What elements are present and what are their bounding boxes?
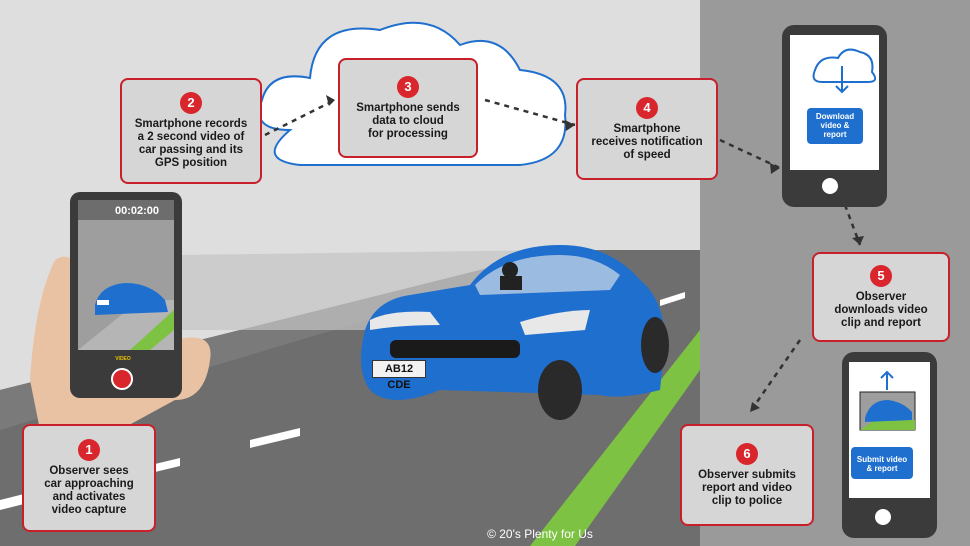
record-button (111, 368, 133, 390)
recording-timer: 00:02:00 (114, 205, 160, 217)
step-6-box: 6 Observer submits report and video clip… (680, 424, 814, 526)
step-description: Observer sees car approaching and activa… (44, 465, 134, 516)
license-plate: AB12 CDE (372, 360, 426, 391)
step-description: Smartphone receives notification of spee… (591, 122, 703, 161)
step-number: 5 (870, 264, 892, 287)
step-3-box: 3 Smartphone sends data to cloud for pro… (338, 58, 478, 158)
step-number: 6 (736, 442, 758, 465)
step-number: 3 (397, 75, 419, 98)
step-2-box: 2 Smartphone records a 2 second video of… (120, 78, 262, 184)
cloud-download-icon (812, 48, 877, 83)
download-video-button[interactable]: Download video & report (815, 112, 855, 139)
step-number: 4 (636, 96, 658, 119)
step-4-box: 4 Smartphone receives notification of sp… (576, 78, 718, 180)
upload-arrow-icon (880, 370, 894, 390)
phone-submit (842, 352, 937, 538)
car (361, 245, 669, 420)
video-mode-label: VIDEO (115, 356, 131, 362)
phone-home-button (822, 178, 838, 194)
step-description: Smartphone sends data to cloud for proce… (356, 101, 460, 140)
step-5-box: 5 Observer downloads video clip and repo… (812, 252, 950, 342)
copyright-notice: © 20's Plenty for Us (487, 527, 593, 541)
step-1-box: 1 Observer sees car approaching and acti… (22, 424, 156, 532)
submit-video-button[interactable]: Submit video & report (856, 455, 908, 473)
step-number: 1 (78, 439, 100, 461)
step-description: Smartphone records a 2 second video of c… (134, 118, 248, 169)
step-number: 2 (180, 92, 202, 114)
phone-download (782, 25, 887, 207)
step-description: Observer downloads video clip and report (834, 290, 928, 329)
phone-record (70, 192, 182, 398)
phone-home-button (875, 509, 891, 525)
step-description: Observer submits report and video clip t… (698, 468, 796, 507)
